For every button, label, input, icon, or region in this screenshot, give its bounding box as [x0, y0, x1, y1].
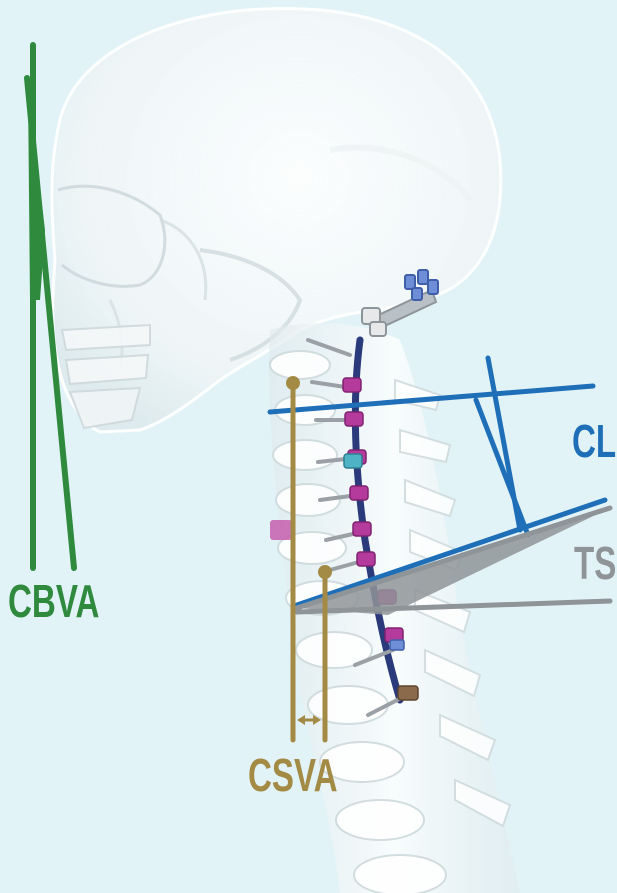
csva-label: CSVA: [248, 752, 338, 798]
ts-label: TS: [574, 540, 616, 586]
cl-label: CL: [572, 418, 616, 464]
c7-centroid-dot: [318, 565, 332, 579]
c2-centroid-dot: [286, 376, 300, 390]
cbva-label: CBVA: [8, 578, 99, 624]
